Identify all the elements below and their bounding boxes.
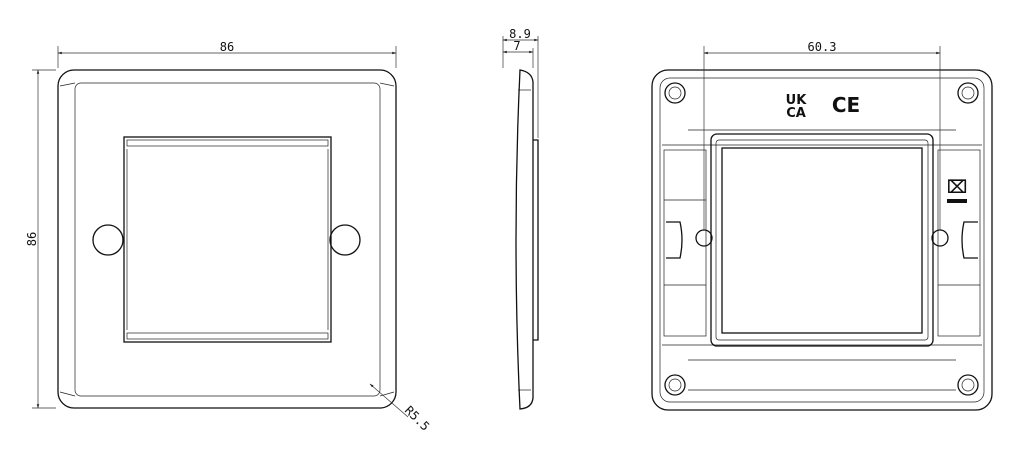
side-profile	[515, 69, 534, 410]
front-height-dimension: 86	[25, 69, 56, 409]
screw-cover-left	[92, 224, 124, 256]
clip-left	[666, 221, 683, 259]
hole-spacing-label: 60.3	[808, 40, 837, 54]
mounting-hole-left	[695, 229, 713, 247]
clip-right	[961, 221, 978, 259]
overall-depth-label: 8.9	[509, 27, 531, 41]
front-width-label: 86	[220, 40, 234, 54]
screw-cover-right	[329, 224, 361, 256]
mounting-hole-right	[931, 229, 949, 247]
side-module-back	[533, 139, 539, 341]
module-housing	[710, 133, 934, 347]
front-height-label: 86	[25, 232, 39, 246]
hole-spacing-dimension: 60.3	[703, 40, 941, 230]
front-plate-outline	[57, 69, 397, 409]
side-depth-dimensions: 8.9 7	[502, 27, 539, 138]
module-aperture	[123, 136, 332, 343]
ukca-mark-line1: UK	[786, 93, 808, 108]
front-view: 86 86 R5.5	[25, 40, 432, 434]
ce-mark: CE	[832, 93, 860, 117]
rear-plate-outline	[651, 69, 993, 411]
corner-radius-label: R5.5	[402, 403, 432, 433]
front-width-dimension: 86	[57, 40, 397, 68]
svg-text:⌧: ⌧	[947, 177, 968, 198]
side-view: 8.9 7	[502, 27, 539, 410]
module-window	[721, 147, 923, 334]
rear-view: UK CA CE ⌧ 60.3	[651, 40, 993, 411]
front-plate-face	[74, 82, 381, 397]
ukca-mark-line2: CA	[786, 106, 806, 121]
weee-bin-icon: ⌧	[947, 177, 968, 203]
plate-depth-label: 7	[513, 39, 520, 53]
corner-radius-callout: R5.5	[369, 383, 432, 434]
corner-bosses	[664, 82, 979, 396]
